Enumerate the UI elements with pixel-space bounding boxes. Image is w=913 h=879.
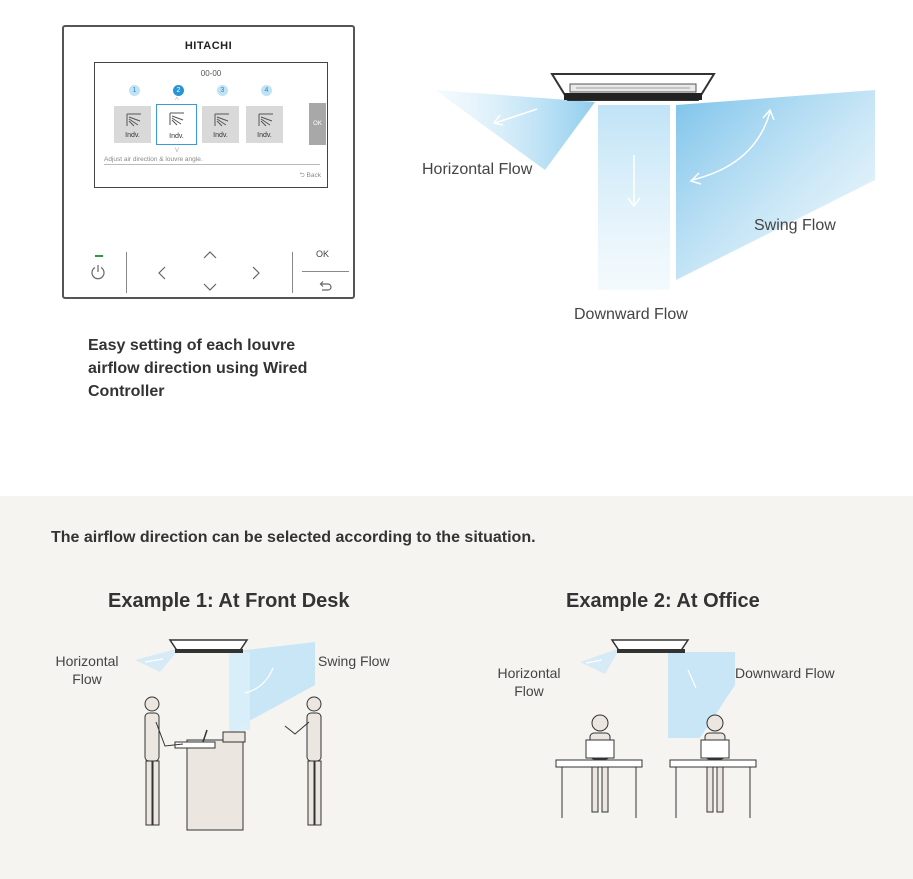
arrow-left-icon (494, 108, 538, 124)
examples-heading: The airflow direction can be selected ac… (51, 529, 536, 546)
return-icon[interactable] (317, 280, 333, 294)
label-downward-flow: Downward Flow (574, 306, 688, 323)
horizontal-airflow (435, 90, 595, 170)
chevron-left-icon[interactable] (156, 265, 168, 281)
example-2-horizontal-label: Horizontal Flow (497, 665, 561, 699)
chevron-up-icon[interactable] (202, 249, 218, 261)
power-led (95, 255, 103, 257)
louvre-icon (214, 113, 229, 127)
example-2-title: Example 2: At Office (566, 590, 760, 612)
divider (302, 271, 349, 272)
power-icon[interactable] (90, 264, 106, 280)
louvre-icon (126, 113, 141, 127)
screen-time: 00-00 (200, 69, 222, 78)
front-desk-scene (135, 639, 322, 831)
louvre-tile-2[interactable]: Indv. (156, 104, 197, 145)
example-1-swing-label: Swing Flow (318, 653, 390, 669)
divider (292, 252, 293, 293)
chevron-up-icon: ^ (175, 96, 179, 105)
louvre-icon (258, 113, 273, 127)
cassette-unit (550, 73, 716, 101)
example-2-downward-label: Downward Flow (735, 665, 835, 681)
brand-logo: HITACHI (184, 40, 233, 52)
example-1-title: Example 1: At Front Desk (108, 590, 350, 612)
label-horizontal-flow: Horizontal Flow (422, 161, 533, 178)
example-1-horizontal-label: Horizontal Flow (55, 653, 119, 687)
louvre-tile-1[interactable]: Indv. (114, 106, 151, 143)
louvre-tile-3[interactable]: Indv. (202, 106, 239, 143)
step-3[interactable]: 3 (217, 85, 228, 96)
office-scene (555, 639, 757, 818)
swing-airflow (676, 90, 875, 280)
airflow-illustration (435, 73, 875, 290)
chevron-down-icon[interactable] (202, 281, 218, 293)
swing-arrow-icon (691, 111, 771, 181)
louvre-tile-4[interactable]: Indv. (246, 106, 283, 143)
ok-button[interactable]: OK (316, 249, 330, 259)
controller-screen: 00-00 1 2 3 4 ^ Indv. Indv. Indv. Indv. … (94, 62, 328, 188)
chevron-down-icon: v (175, 145, 179, 154)
louvre-icon (169, 112, 184, 126)
screen-back-button[interactable]: ⮌ Back (299, 172, 321, 179)
screen-ok-key[interactable]: OK (309, 103, 326, 145)
step-4[interactable]: 4 (261, 85, 272, 96)
screen-hint: Adjust air direction & louvre angle. (104, 156, 320, 165)
controller-caption: Easy setting of each louvre airflow dire… (88, 337, 308, 400)
divider (126, 252, 127, 293)
chevron-right-icon[interactable] (250, 265, 262, 281)
step-2[interactable]: 2 (173, 85, 184, 96)
wired-controller: HITACHI 00-00 1 2 3 4 ^ Indv. Indv. Indv… (62, 25, 355, 299)
label-swing-flow: Swing Flow (754, 217, 836, 234)
step-1[interactable]: 1 (129, 85, 140, 96)
